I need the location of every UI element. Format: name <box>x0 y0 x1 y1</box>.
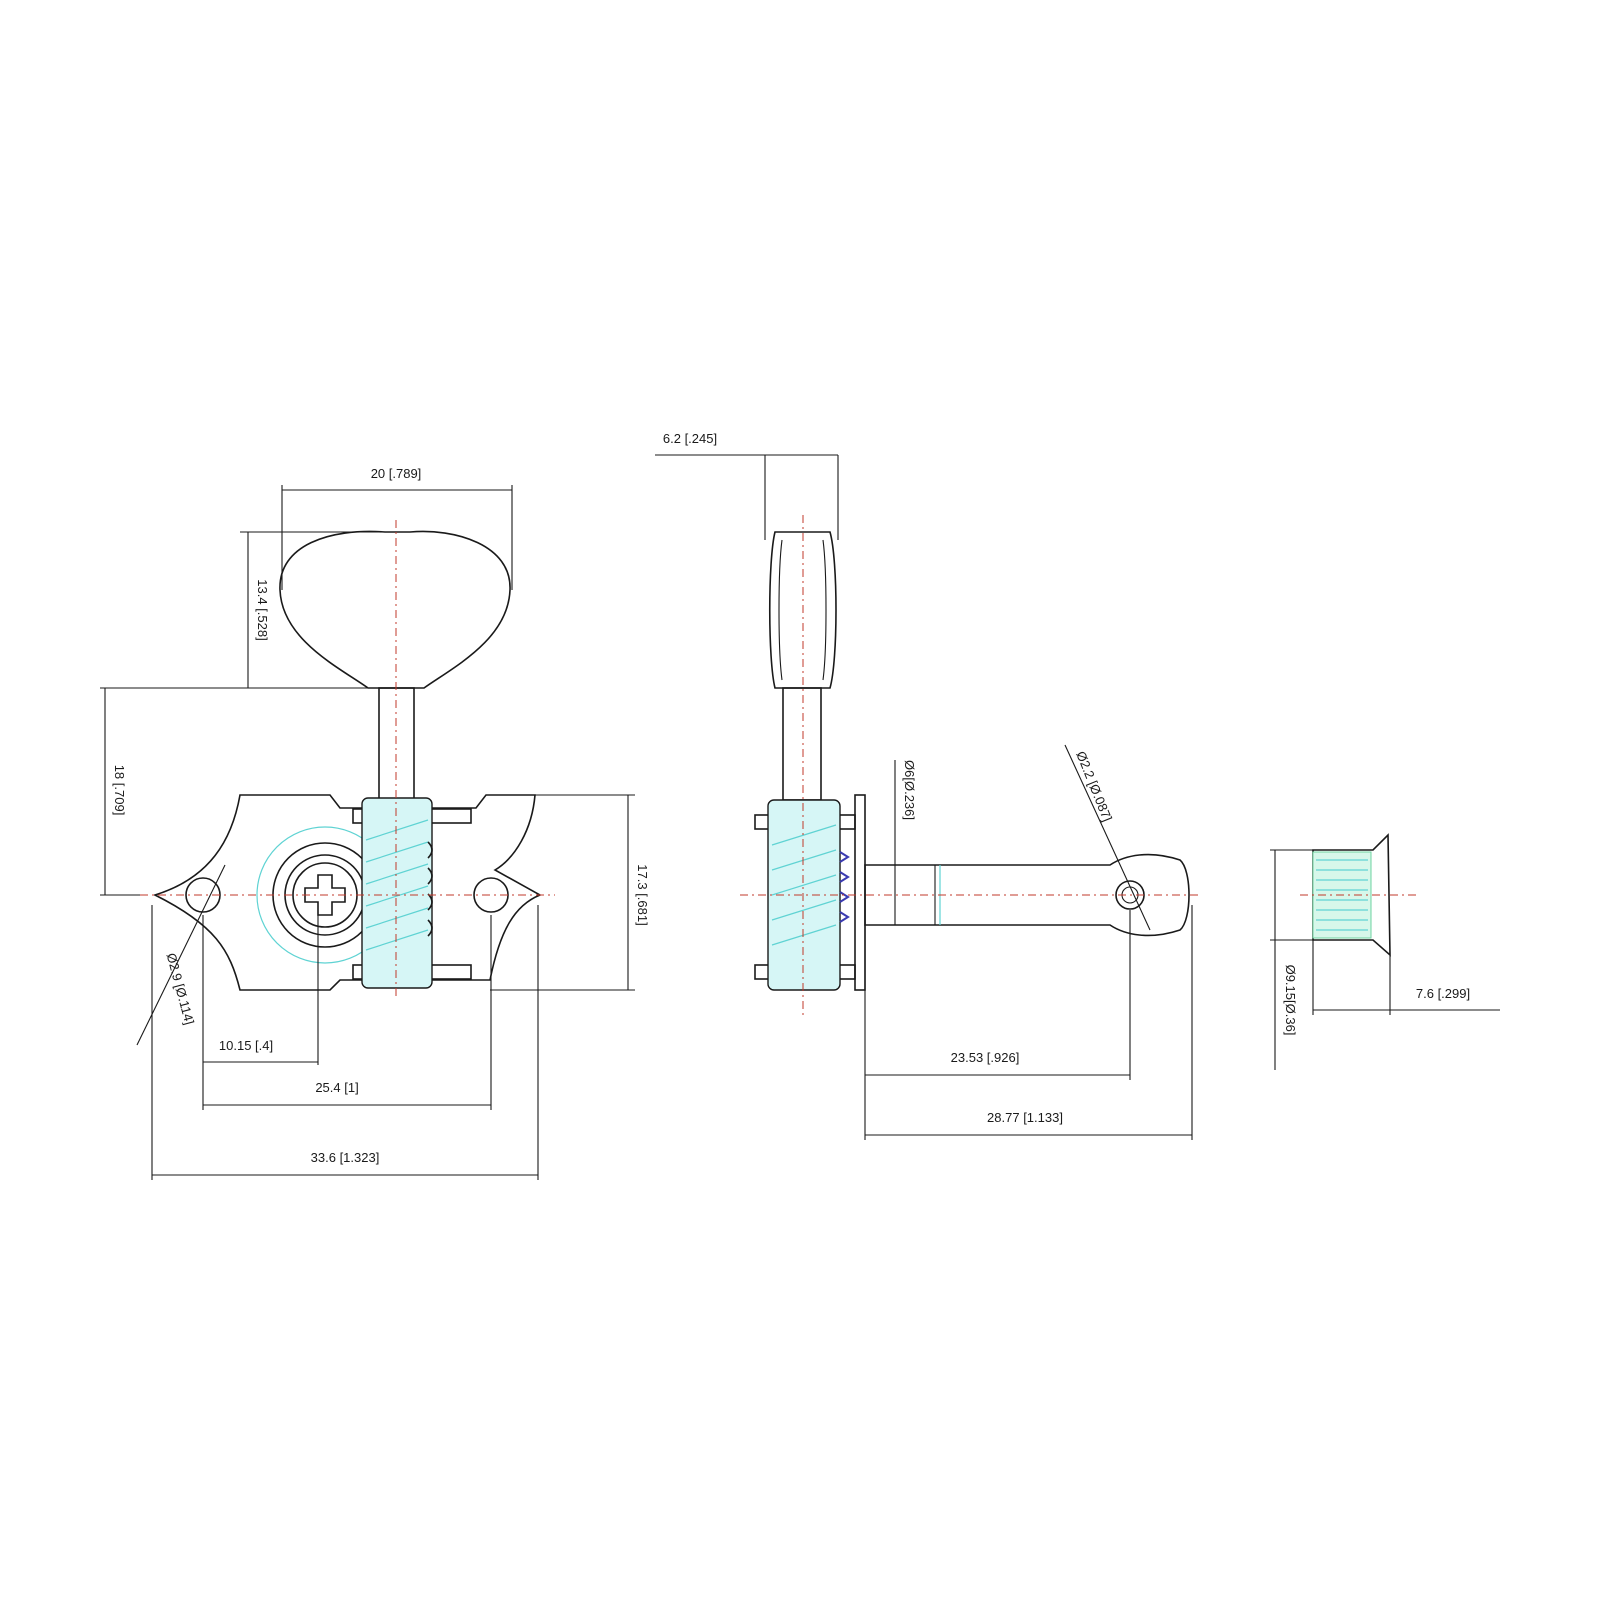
dim-plate-height: 17.3 [.681] <box>635 864 650 925</box>
side-dimensions: 6.2 [.245] Ø6[Ø.236] Ø2.2 [Ø.087] 23.53 … <box>655 431 1193 1140</box>
bushing-view <box>1300 833 1420 957</box>
dim-hole-spacing: 25.4 [1] <box>315 1080 358 1095</box>
side-plate-edge <box>854 794 866 991</box>
front-knob <box>279 530 511 689</box>
dim-screw-hole: Ø2.9 [Ø.114] <box>164 951 198 1026</box>
dim-plate-length: 33.6 [1.323] <box>311 1150 380 1165</box>
front-view <box>140 520 555 1000</box>
side-view <box>740 515 1200 1015</box>
dim-knob-thickness: 6.2 [.245] <box>663 431 717 446</box>
dim-post-length: 28.77 [1.133] <box>987 1110 1063 1125</box>
dim-post-diameter: Ø6[Ø.236] <box>902 760 917 820</box>
dim-string-hole: Ø2.2 [Ø.087] <box>1073 749 1115 824</box>
side-post <box>864 853 1190 937</box>
front-dimensions: 20 [.789] 13.4 [.528] 18 [.709] 17.3 [.6… <box>100 466 650 1180</box>
side-worm <box>767 799 841 991</box>
side-knob <box>768 531 837 689</box>
dim-post-length-to-hole: 23.53 [.926] <box>951 1050 1020 1065</box>
dim-knob-width: 20 [.789] <box>371 466 422 481</box>
dim-bushing-diameter: Ø9.15[Ø.36] <box>1283 965 1298 1036</box>
side-knob-stem <box>782 687 822 801</box>
dim-bushing-length: 7.6 [.299] <box>1416 986 1470 1001</box>
dim-gear-offset: 10.15 [.4] <box>219 1038 273 1053</box>
dim-knob-height: 13.4 [.528] <box>255 579 270 640</box>
front-worm <box>361 797 433 989</box>
dim-post-to-center: 18 [.709] <box>112 765 127 816</box>
front-plate <box>152 794 542 991</box>
bushing-dimensions: Ø9.15[Ø.36] 7.6 [.299] <box>1270 849 1500 1070</box>
